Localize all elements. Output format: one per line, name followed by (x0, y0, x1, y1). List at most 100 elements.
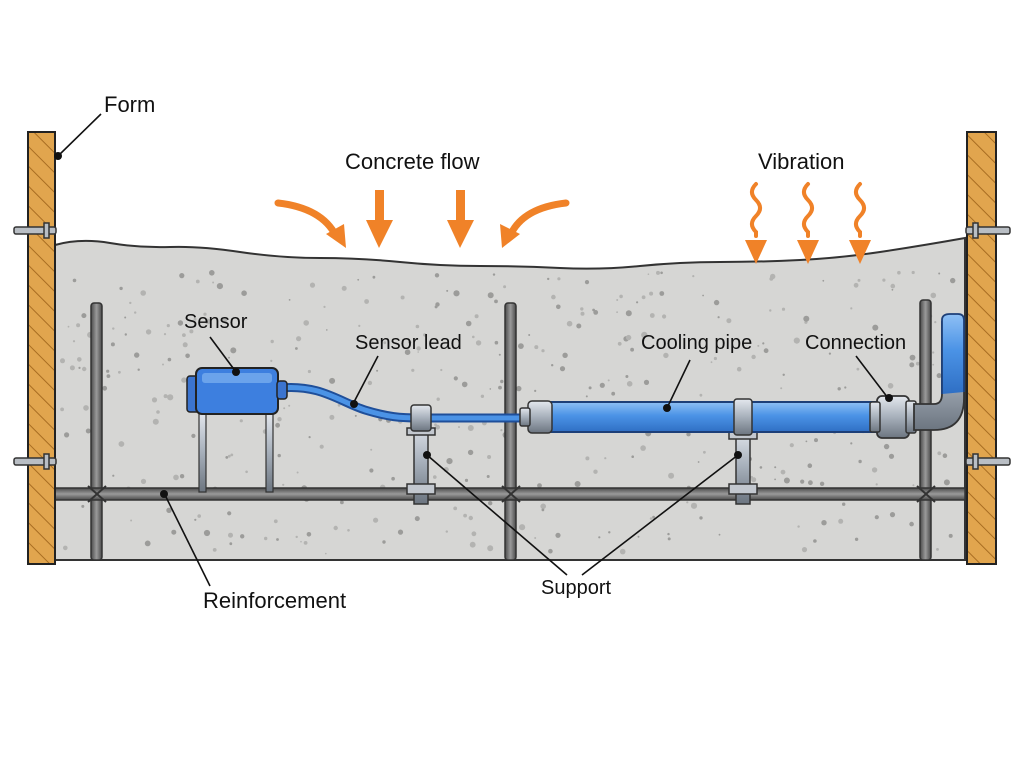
aggregate-speckle (295, 347, 298, 350)
aggregate-speckle (805, 440, 808, 443)
down-arrow-icon (506, 199, 570, 240)
aggregate-speckle (189, 329, 194, 334)
aggregate-speckle (370, 448, 373, 451)
aggregate-speckle (640, 445, 646, 451)
aggregate-speckle (751, 354, 756, 360)
aggregate-speckle (534, 345, 539, 350)
aggregate-speckle (193, 317, 197, 321)
aggregate-speckle (487, 292, 494, 299)
aggregate-speckle (309, 282, 316, 288)
aggregate-speckle (844, 386, 847, 389)
aggregate-speckle (358, 324, 361, 327)
aggregate-speckle (303, 541, 308, 545)
aggregate-speckle (713, 299, 720, 306)
aggregate-speckle (372, 275, 376, 279)
rebar-vertical-2 (504, 302, 517, 561)
aggregate-speckle (463, 513, 467, 518)
aggregate-speckle (275, 422, 280, 428)
aggregate-speckle (487, 455, 492, 459)
aggregate-speckle (296, 471, 299, 474)
aggregate-speckle (77, 357, 82, 362)
aggregate-speckle (119, 286, 123, 291)
aggregate-speckle (152, 418, 159, 425)
aggregate-speckle (850, 442, 853, 445)
aggregate-speckle (909, 521, 914, 527)
aggregate-speckle (547, 277, 550, 281)
aggregate-speckle (445, 530, 448, 533)
aggregate-speckle (167, 357, 172, 362)
aggregate-speckle (240, 534, 245, 539)
aggregate-speckle (909, 354, 916, 361)
aggregate-speckle (60, 358, 65, 364)
aggregate-speckle (82, 366, 87, 372)
label-cooling-pipe: Cooling pipe (641, 332, 753, 354)
aggregate-speckle (585, 395, 588, 398)
aggregate-speckle (871, 467, 878, 473)
aggregate-speckle (469, 541, 476, 548)
aggregate-speckle (604, 457, 607, 460)
label-form: Form (104, 92, 156, 117)
aggregate-speckle (333, 525, 338, 531)
cooling-pipe (410, 313, 965, 439)
form-right (966, 131, 997, 565)
aggregate-speckle (854, 537, 859, 541)
aggregate-speckle (702, 294, 704, 297)
aggregate-speckle (566, 320, 573, 327)
aggregate-speckle (140, 290, 146, 296)
aggregate-speckle (118, 370, 121, 374)
aggregate-speckle (228, 356, 230, 359)
aggregate-speckle (540, 503, 546, 510)
aggregate-speckle (726, 318, 732, 324)
aggregate-speckle (912, 484, 915, 487)
aggregate-speckle (611, 391, 616, 396)
aggregate-speckle (762, 342, 765, 345)
aggregate-speckle (559, 366, 566, 372)
aggregate-speckle (171, 529, 177, 535)
aggregate-speckle (239, 419, 243, 423)
aggregate-speckle (759, 466, 763, 469)
aggregate-speckle (783, 477, 790, 484)
aggregate-speckle (357, 278, 360, 281)
aggregate-speckle (557, 277, 561, 281)
aggregate-speckle (659, 291, 665, 296)
aggregate-speckle (434, 423, 437, 427)
aggregate-speckle (574, 481, 581, 487)
aggregate-speckle (181, 377, 187, 383)
aggregate-speckle (397, 529, 404, 535)
aggregate-speckle (938, 272, 941, 275)
down-arrow-icon (274, 199, 340, 240)
aggregate-speckle (662, 314, 667, 319)
aggregate-speckle (212, 281, 215, 284)
aggregate-speckle (416, 346, 421, 351)
aggregate-speckle (534, 537, 537, 539)
aggregate-speckle (588, 386, 592, 390)
aggregate-speckle (209, 270, 215, 276)
leader-form (57, 113, 102, 157)
aggregate-speckle (534, 389, 537, 392)
aggregate-speckle (793, 337, 800, 344)
leader-cooling-pipe (667, 359, 691, 407)
aggregate-speckle (436, 397, 440, 401)
aggregate-speckle (185, 317, 188, 320)
aggregate-speckle (667, 532, 670, 536)
aggregate-speckle (494, 299, 498, 304)
aggregate-speckle (227, 511, 232, 516)
aggregate-speckle (551, 294, 556, 300)
vibration-arrow-heads (745, 240, 871, 264)
aggregate-speckle (800, 479, 805, 484)
aggregate-speckle (173, 474, 179, 481)
aggregate-speckle (936, 548, 939, 551)
aggregate-speckle (112, 327, 115, 330)
aggregate-speckle (932, 363, 935, 366)
aggregate-speckle (608, 531, 611, 534)
aggregate-speckle (641, 331, 648, 339)
aggregate-speckle (391, 476, 395, 481)
aggregate-speckle (435, 424, 440, 430)
aggregate-speckle (500, 429, 503, 432)
aggregate-speckle (494, 340, 499, 345)
aggregate-speckle (163, 333, 167, 336)
aggregate-speckle (598, 536, 601, 539)
aggregate-speckle (883, 443, 890, 450)
aggregate-speckle (625, 310, 632, 317)
